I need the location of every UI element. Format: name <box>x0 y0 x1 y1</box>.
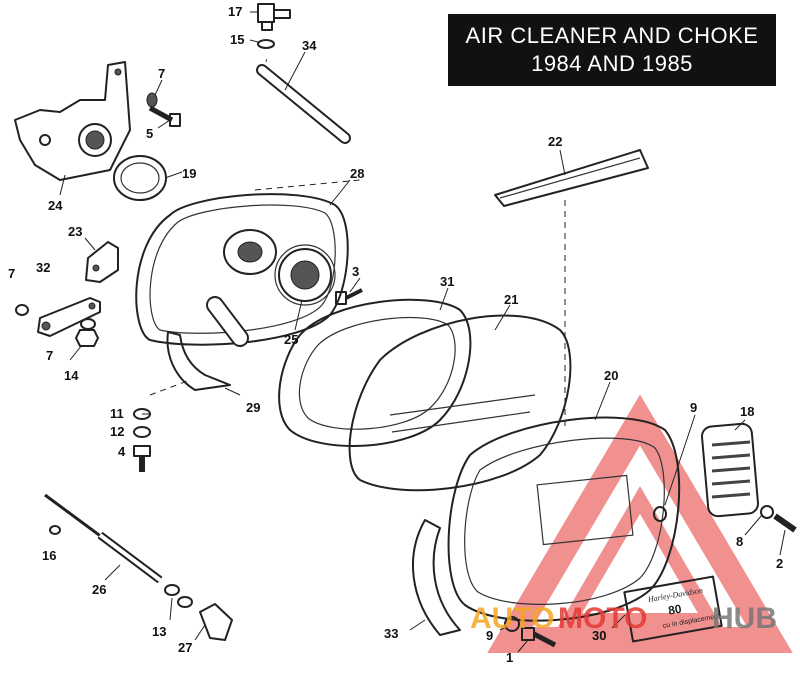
callout-1: 1 <box>506 650 513 665</box>
callout-3: 3 <box>352 264 359 279</box>
callout-24: 24 <box>48 198 63 213</box>
callout-19: 19 <box>182 166 196 181</box>
part-9-washer-lower <box>504 616 520 632</box>
callout-25: 25 <box>284 332 298 347</box>
part-32-bracket <box>37 297 101 337</box>
part-27-knob <box>199 603 233 641</box>
part-7-washer-lower <box>80 318 96 330</box>
part-16-clip <box>49 525 61 535</box>
callout-9-right: 9 <box>690 400 697 415</box>
callout-31: 31 <box>440 274 454 289</box>
part-2-screw <box>773 513 797 533</box>
part-24-bracket <box>14 61 131 181</box>
callout-16: 16 <box>42 548 56 563</box>
callout-33: 33 <box>384 626 398 641</box>
callout-7-mid: 7 <box>46 348 53 363</box>
part-29-strap <box>166 331 231 391</box>
part-9-washer-right <box>653 506 667 522</box>
callout-28: 28 <box>350 166 364 181</box>
part-20-outer-cover <box>447 416 681 622</box>
callout-7-top: 7 <box>158 66 165 81</box>
part-13-nut <box>177 596 193 608</box>
callout-32: 32 <box>36 260 50 275</box>
watermark-text: AUTO MOTO HUB <box>470 602 777 635</box>
callout-12: 12 <box>110 424 124 439</box>
callout-26: 26 <box>92 582 106 597</box>
callout-4: 4 <box>118 444 126 459</box>
part-28-backplate <box>135 193 349 347</box>
nameplate-number: 80 <box>667 602 683 618</box>
part-8-washer <box>760 505 774 519</box>
callout-9-lower: 9 <box>486 628 493 643</box>
callout-labels: 17 15 34 7 5 22 19 28 24 23 7 32 3 31 25… <box>8 4 783 665</box>
part-7-washer-left <box>15 304 29 316</box>
callout-30: 30 <box>592 628 606 643</box>
part-21-inner-cover <box>348 314 572 492</box>
callout-21: 21 <box>504 292 518 307</box>
diagram-title: AIR CLEANER AND CHOKE 1984 AND 1985 <box>448 14 776 86</box>
leader-lines <box>59 11 786 653</box>
watermark-hub: HUB <box>712 602 777 635</box>
part-4-bolt <box>133 445 151 472</box>
callout-13: 13 <box>152 624 166 639</box>
callout-7-left: 7 <box>8 266 15 281</box>
callout-27: 27 <box>178 640 192 655</box>
watermark-auto: AUTO <box>470 602 554 635</box>
part-14-nut <box>75 329 99 347</box>
part-26-choke-cable <box>44 493 163 584</box>
callout-18: 18 <box>740 404 754 419</box>
callout-23: 23 <box>68 224 82 239</box>
part-12-washer <box>133 426 151 438</box>
part-25-adapter <box>274 244 336 306</box>
part-18-insert <box>701 422 759 518</box>
callout-20: 20 <box>604 368 618 383</box>
part-3-screw <box>335 288 363 305</box>
part-22-trim <box>494 149 649 207</box>
callout-5: 5 <box>146 126 153 141</box>
part-15-clamp <box>257 39 275 49</box>
part-34-hose <box>191 56 351 144</box>
callout-22: 22 <box>548 134 562 149</box>
part-17-elbow-fitting <box>257 3 291 31</box>
callout-29: 29 <box>246 400 260 415</box>
part-31-filter-element <box>278 298 472 448</box>
part-23-bracket <box>85 241 119 283</box>
callout-2: 2 <box>776 556 783 571</box>
part-13-washer <box>164 584 180 596</box>
callout-11: 11 <box>110 406 124 421</box>
watermark-moto: MOTO <box>558 602 647 635</box>
callout-15: 15 <box>230 32 244 47</box>
callout-14: 14 <box>64 368 79 383</box>
part-19-gasket <box>113 155 167 201</box>
callout-8: 8 <box>736 534 743 549</box>
callout-17: 17 <box>228 4 242 19</box>
part-33-strap <box>412 519 461 636</box>
title-line-2: 1984 AND 1985 <box>531 51 693 76</box>
callout-34: 34 <box>302 38 317 53</box>
title-line-1: AIR CLEANER AND CHOKE <box>465 23 759 48</box>
